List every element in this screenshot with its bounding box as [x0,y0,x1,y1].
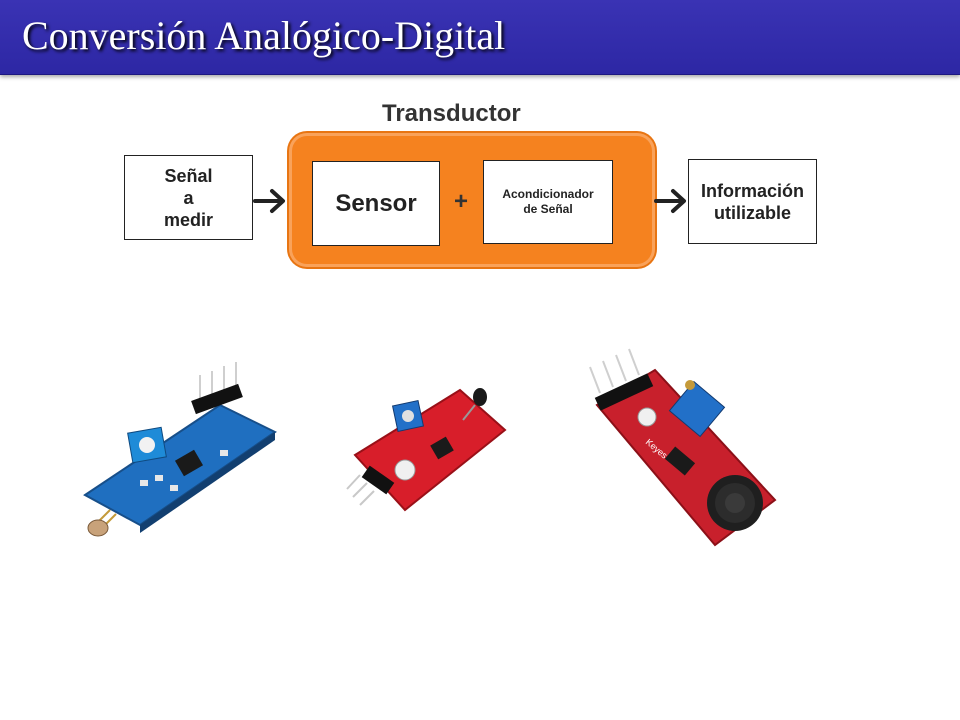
thermistor-sensor-module-image [346,388,507,512]
transducer-label: Transductor [382,100,521,127]
sensor-box: Sensor [312,161,440,246]
input-signal-box: Señal a medir [124,155,253,240]
title-bar: Conversión Analógico-Digital [0,0,960,75]
slide-title: Conversión Analógico-Digital [22,13,506,58]
conditioner-box: Acondicionador de Señal [483,160,613,244]
microphone-sensor-module-image: Keyes [589,348,777,547]
arrow-icon [654,189,686,213]
ldr-sensor-module-image [83,362,277,537]
plus-sign: + [454,188,469,215]
arrow-icon [253,189,285,213]
output-info-box: Información utilizable [688,159,817,244]
